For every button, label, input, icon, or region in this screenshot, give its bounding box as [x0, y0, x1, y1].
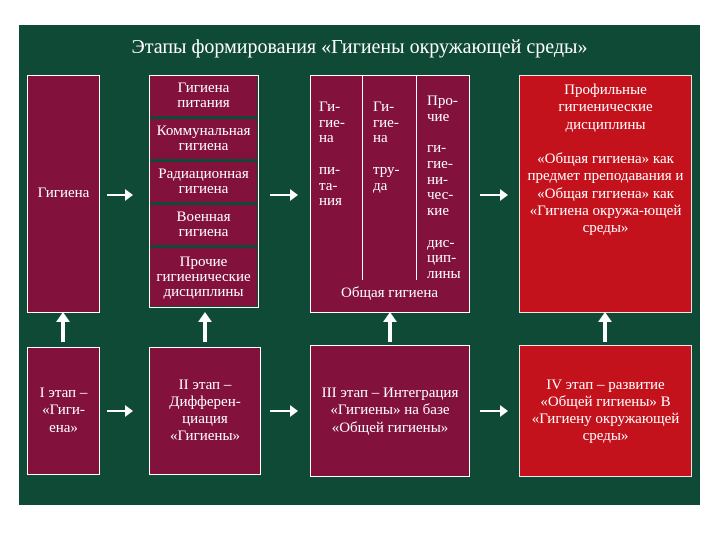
stage4-bottom-label: IV этап – развитие «Общей гигиены» В «Ги… — [531, 376, 680, 445]
arrow-up-icon — [56, 312, 70, 342]
stage4-bottom-box: IV этап – развитие «Общей гигиены» В «Ги… — [519, 345, 692, 477]
stage3-column: Ги- гие- на пи- та- ния Ги- гие- на тру-… — [310, 75, 470, 313]
stage2-bottom-box: II этап – Дифферен-циация «Гигиены» — [149, 347, 261, 475]
arrow-right-icon — [480, 189, 508, 201]
stack-item-communal: Коммунальная гигиена — [150, 119, 257, 159]
stage1-top-label: Гигиена — [37, 185, 90, 202]
arrow-right-icon — [480, 405, 508, 417]
arrow-right-icon — [270, 405, 298, 417]
stage3-general-label: Общая гигиена — [340, 285, 439, 301]
stage3-sub-nutrition-label: Ги- гие- на пи- та- ния — [319, 98, 345, 210]
stage4-top-box: Профильные гигиенические дисциплины «Общ… — [519, 75, 692, 313]
stage3-sub-other-label: Про- чие ги- гие- ни- чес- кие дис- цип-… — [427, 92, 461, 282]
stage3-bottom-box: III этап – Интеграция «Гигиены» на базе … — [310, 345, 470, 477]
stage2-bottom-label: II этап – Дифферен-циация «Гигиены» — [169, 376, 241, 445]
stage3-bottom-label: III этап – Интеграция «Гигиены» на базе … — [321, 385, 459, 436]
arrow-up-icon — [383, 312, 397, 342]
stack-item-military: Военная гигиена — [150, 205, 257, 245]
stage1-bottom-label: I этап – «Гиги-ена» — [39, 385, 88, 436]
arrow-right-icon — [270, 189, 298, 201]
stage3-sub-labor: Ги- гие- на тру- да — [363, 76, 417, 280]
stage2-stack: Гигиена питания Коммунальная гигиена Рад… — [149, 75, 259, 308]
stage3-sub-nutrition: Ги- гие- на пи- та- ния — [311, 76, 363, 280]
arrow-up-icon — [198, 312, 212, 342]
stack-item-radiation: Радиационная гигиена — [150, 162, 257, 202]
arrow-right-icon — [107, 405, 133, 417]
stage1-bottom-box: I этап – «Гиги-ена» — [27, 347, 100, 475]
stack-item-nutrition: Гигиена питания — [150, 76, 257, 116]
slide-title: Этапы формирования «Гигиены окружающей с… — [131, 36, 588, 58]
stage1-top-box: Гигиена — [27, 75, 100, 313]
stage4-top-label: Профильные гигиенические дисциплины «Общ… — [527, 82, 684, 236]
stack-item-other: Прочие гигиенические дисциплины — [150, 248, 257, 306]
stage3-sub-other: Про- чие ги- гие- ни- чес- кие дис- цип-… — [417, 76, 468, 282]
arrow-right-icon — [107, 189, 133, 201]
arrow-up-icon — [598, 312, 612, 342]
stage3-sub-labor-label: Ги- гие- на тру- да — [373, 98, 400, 194]
